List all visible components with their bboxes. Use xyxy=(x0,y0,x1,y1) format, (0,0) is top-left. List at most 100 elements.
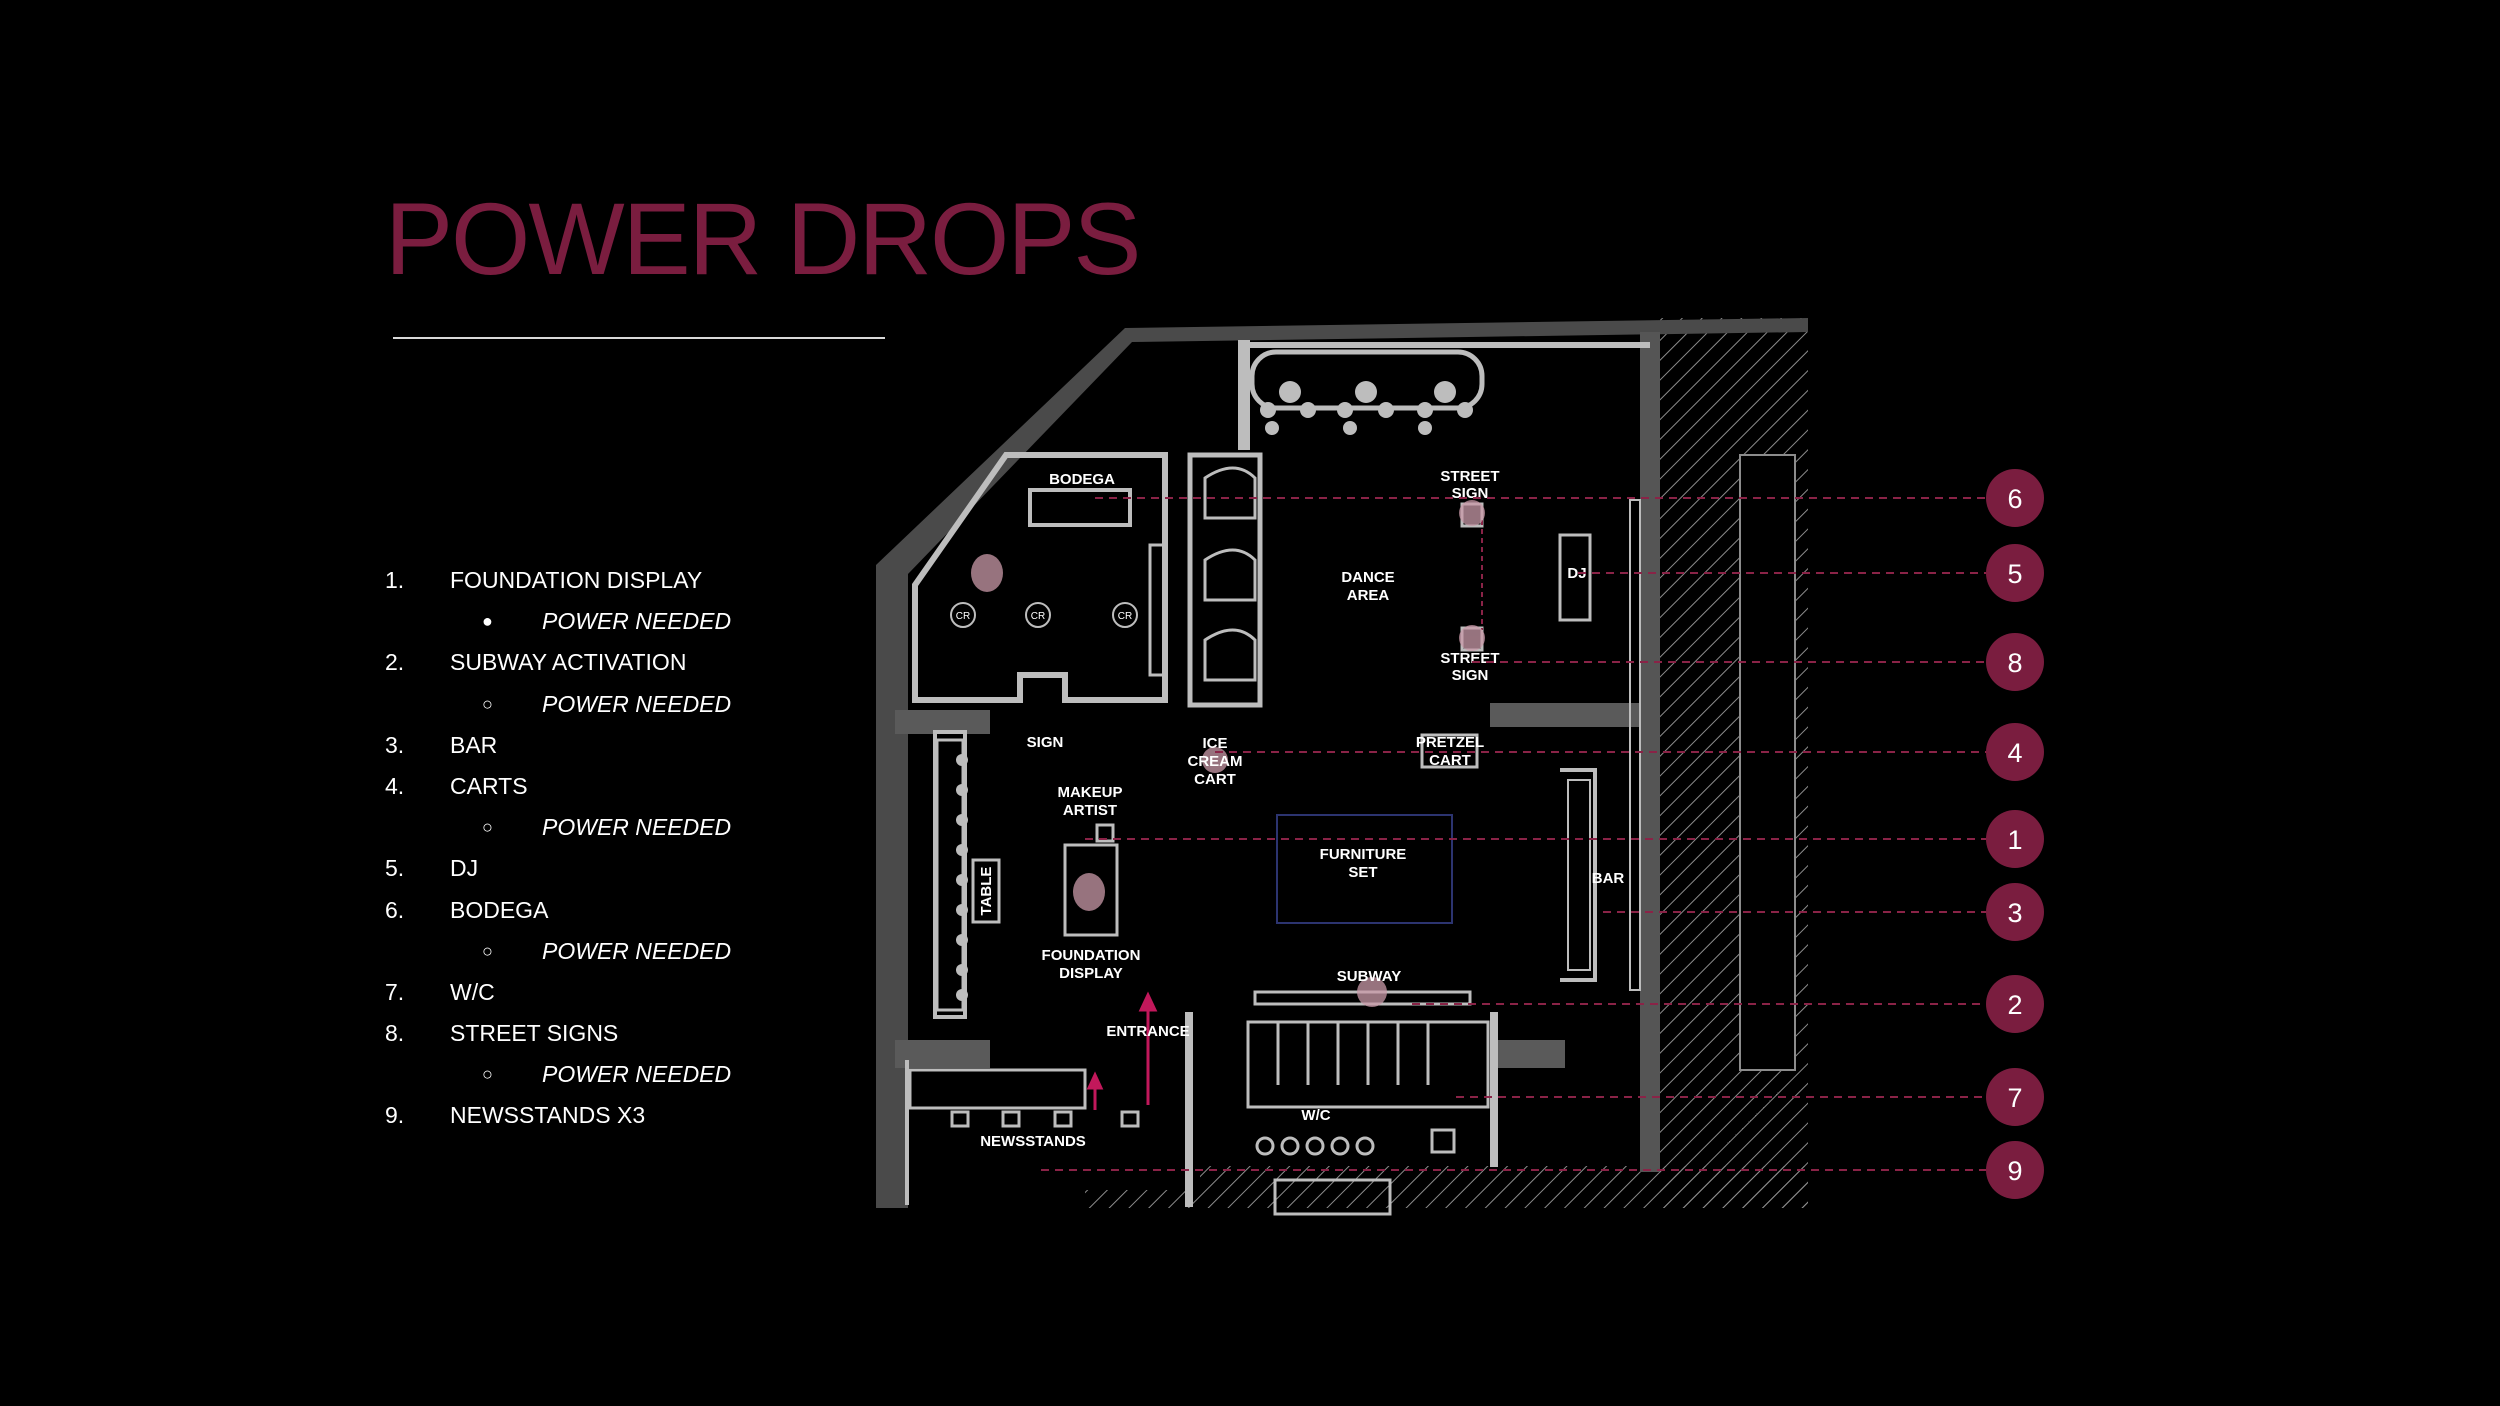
foundation-display-label-1: FOUNDATION xyxy=(1042,947,1141,964)
wc-sink-counter xyxy=(1273,1178,1392,1216)
marker-7-circle xyxy=(1986,1068,2044,1126)
cr-stools: CR CR CR xyxy=(950,602,1138,628)
dance-area-label-2: AREA xyxy=(1347,587,1390,604)
legend-sub-label: POWER NEEDED xyxy=(542,814,732,841)
legend-number: 2. xyxy=(385,649,405,676)
hollow-bullet-icon: ○ xyxy=(482,693,493,714)
legend-label: BODEGA xyxy=(450,896,549,923)
subway-label: SUBWAY xyxy=(1337,968,1401,985)
marker-2-label: 2 xyxy=(2007,990,2022,1020)
wall-segment xyxy=(1490,1040,1565,1068)
legend-number: 5. xyxy=(385,855,405,882)
marker-7-label: 7 xyxy=(2007,1083,2022,1113)
hatched-wall-zone-bottom xyxy=(1200,1166,1808,1208)
legend-number: 7. xyxy=(385,978,405,1005)
wc-fixture xyxy=(1430,1128,1456,1154)
cr-label-1: CR xyxy=(956,611,970,622)
cr-stool-2 xyxy=(1025,602,1051,628)
callout-markers: 6 5 8 4 1 3 2 7 9 xyxy=(1986,469,2044,1199)
dj-booth xyxy=(1558,533,1592,622)
marker-9-circle xyxy=(1986,1141,2044,1199)
legend-number: 4. xyxy=(385,772,405,799)
booth-seats xyxy=(1203,466,1257,682)
wall-segment xyxy=(1490,703,1640,727)
furniture-set-area xyxy=(1276,814,1453,924)
marker-6-circle xyxy=(1986,469,2044,527)
partition-wall xyxy=(1238,340,1250,450)
makeup-artist-label-1: MAKEUP xyxy=(1057,784,1122,801)
marker-6-label: 6 xyxy=(2007,484,2022,514)
table-label: TABLE xyxy=(978,867,995,916)
legend-number: 9. xyxy=(385,1102,405,1129)
legend-sub-label: POWER NEEDED xyxy=(542,608,732,635)
marker-8-label: 8 xyxy=(2007,648,2022,678)
cr-label-3: CR xyxy=(1118,611,1132,622)
marker-5-label: 5 xyxy=(2007,559,2022,589)
bar-back xyxy=(1567,779,1591,971)
wc-stalls xyxy=(1246,1020,1490,1109)
marker-3-label: 3 xyxy=(2007,898,2022,928)
booth-column xyxy=(1187,452,1263,708)
ice-cream-label-2: CREAM xyxy=(1188,753,1243,770)
wall-segment xyxy=(905,1060,909,1205)
newsstands-label: NEWSSTANDS xyxy=(980,1133,1086,1150)
marker-4-circle xyxy=(1986,723,2044,781)
marker-1-circle xyxy=(1986,810,2044,868)
dj-label: DJ xyxy=(1567,565,1586,582)
street-sign-top-label-2: SIGN xyxy=(1452,485,1489,502)
marker-8-circle xyxy=(1986,633,2044,691)
wc-sinks xyxy=(1255,1136,1375,1156)
power-spot-subway xyxy=(1357,977,1387,1007)
bodega-shelf xyxy=(1148,543,1167,677)
hollow-bullet-icon: ○ xyxy=(482,940,493,961)
marker-1-label: 1 xyxy=(2007,825,2022,855)
power-spot-bodega xyxy=(971,554,1003,592)
legend-label: SUBWAY ACTIVATION xyxy=(450,649,687,676)
furniture-set-label-2: SET xyxy=(1348,864,1377,881)
wall-segment xyxy=(1185,1012,1193,1207)
left-wall-fixtures xyxy=(956,754,968,1001)
power-spot-foundation xyxy=(1073,873,1105,911)
power-drop-spots xyxy=(971,500,1485,1007)
makeup-station xyxy=(1095,823,1115,843)
street-sign-bottom-label-1: STREET xyxy=(1440,650,1499,667)
bodega-label: BODEGA xyxy=(1049,471,1115,488)
marker-3-circle xyxy=(1986,883,2044,941)
ice-cream-label-1: ICE xyxy=(1202,735,1227,752)
foundation-display-label-2: DISPLAY xyxy=(1059,965,1123,982)
cr-label-2: CR xyxy=(1031,611,1045,622)
marker-2-circle xyxy=(1986,975,2044,1033)
makeup-artist-label-2: ARTIST xyxy=(1063,802,1117,819)
legend-label: W/C xyxy=(450,978,495,1005)
pretzel-cart-label-2: CART xyxy=(1429,752,1471,769)
sign-label: SIGN xyxy=(1027,734,1064,751)
legend-sub-label: POWER NEEDED xyxy=(542,937,732,964)
legend-sub-label: POWER NEEDED xyxy=(542,690,732,717)
legend-label: FOUNDATION DISPLAY xyxy=(450,567,703,593)
foundation-display-stand xyxy=(1063,843,1119,937)
cr-stool-3 xyxy=(1112,602,1138,628)
entrance-arrow-icon xyxy=(1086,991,1158,1110)
east-shelving xyxy=(1629,499,1641,991)
legend-number: 8. xyxy=(385,1020,405,1047)
left-booth-wall xyxy=(933,730,967,1019)
cr-stool-1 xyxy=(950,602,976,628)
callout-lines xyxy=(1041,497,1986,1171)
street-sign-bottom-label-2: SIGN xyxy=(1452,667,1489,684)
pretzel-cart-label-1: PRETZEL xyxy=(1416,734,1484,751)
power-spot-ice-cream-cart xyxy=(1202,747,1228,773)
legend-label: NEWSSTANDS X3 xyxy=(450,1102,646,1129)
bar-label: BAR xyxy=(1592,870,1625,887)
light-well xyxy=(1739,454,1796,1071)
legend-number: 3. xyxy=(385,731,405,758)
lounge-banquette xyxy=(1249,349,1485,411)
legend-label: CARTS xyxy=(450,772,528,799)
power-spot-street-sign-bottom xyxy=(1459,625,1485,651)
marker-4-label: 4 xyxy=(2007,738,2022,768)
dance-area-label-1: DANCE xyxy=(1341,569,1394,586)
legend-label: BAR xyxy=(450,731,498,758)
power-spot-street-sign-top xyxy=(1459,500,1485,526)
lounge-tables xyxy=(1260,381,1473,435)
legend-number: 1. xyxy=(385,567,405,593)
